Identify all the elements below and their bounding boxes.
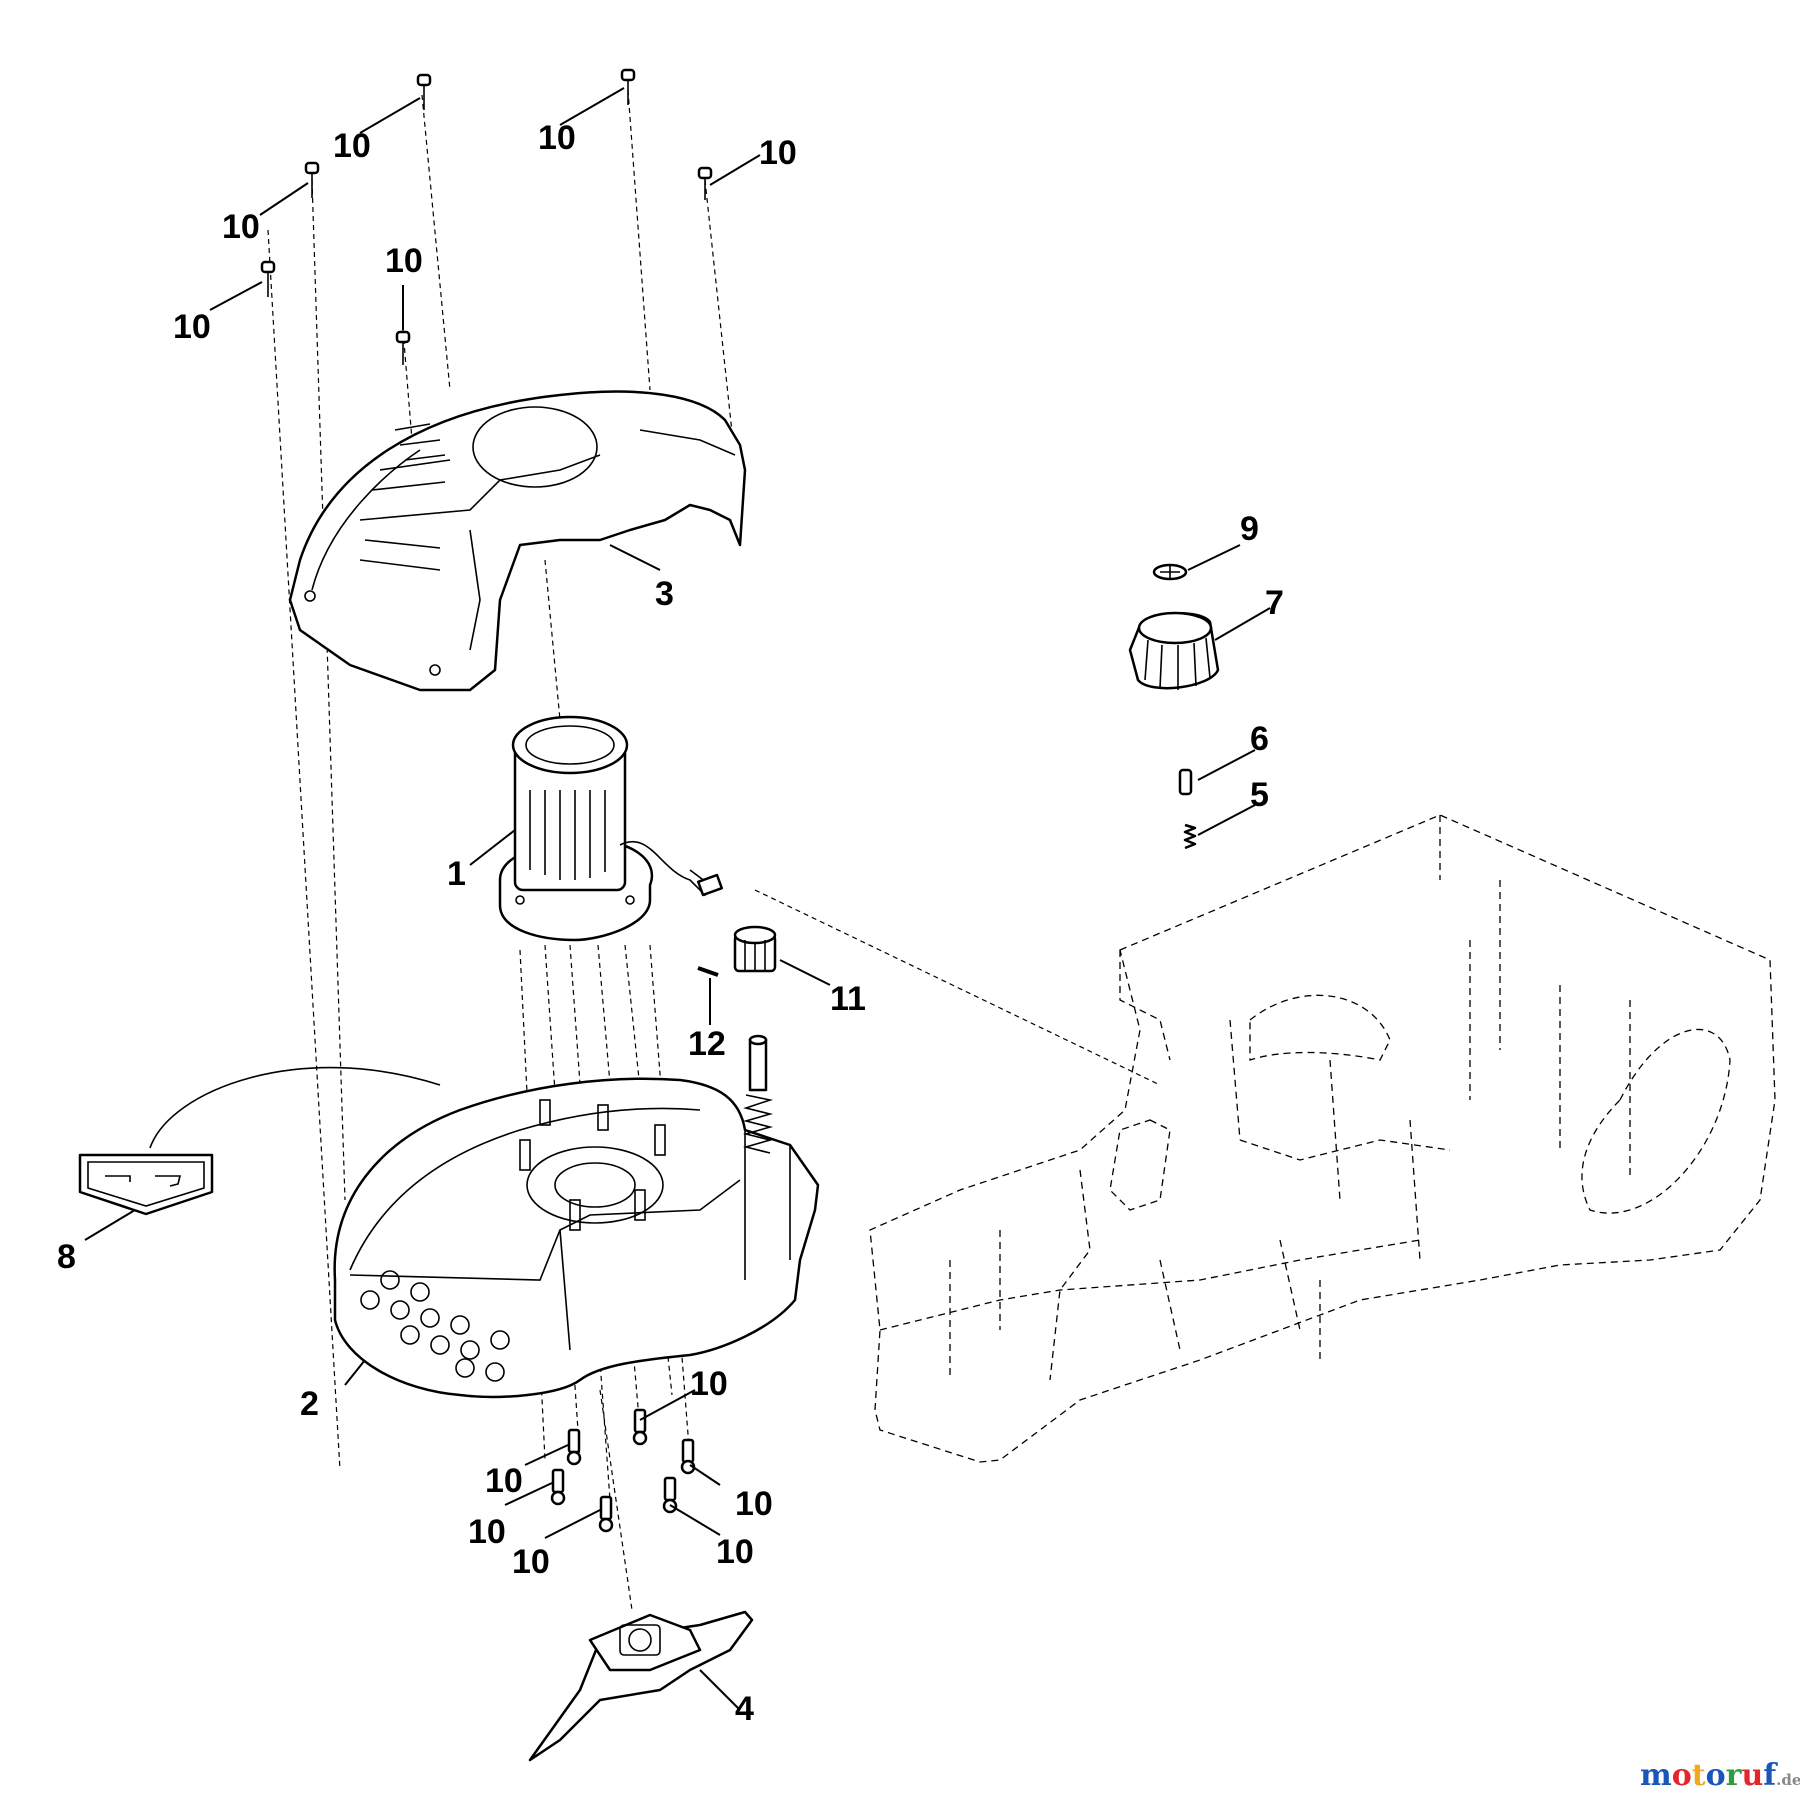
callout-screw: 10 <box>485 1462 523 1500</box>
spring-part <box>1183 823 1197 850</box>
small-pin-part <box>697 966 719 977</box>
callout-labels: 10 10 10 10 10 10 3 1 2 8 9 7 6 5 11 12 … <box>57 119 1284 1728</box>
chassis-outline <box>869 814 1776 1463</box>
screw <box>550 1468 566 1506</box>
callout-motor: 1 <box>447 855 466 893</box>
screw <box>697 166 713 200</box>
watermark-suffix: .de <box>1776 1771 1800 1789</box>
leader-lines <box>84 87 1271 1711</box>
top-cover-part <box>288 390 747 692</box>
callout-screw: 10 <box>690 1365 728 1403</box>
callout-pin: 6 <box>1250 720 1269 758</box>
callout-blade: 4 <box>735 1690 754 1728</box>
screw <box>566 1428 582 1466</box>
drive-shaft <box>742 1034 774 1154</box>
screw <box>620 68 636 105</box>
top-screws <box>260 68 713 365</box>
callout-small-pin: 12 <box>688 1025 726 1063</box>
callout-spring: 5 <box>1250 776 1269 814</box>
callout-screw: 10 <box>333 127 371 165</box>
screw <box>260 260 276 297</box>
screw <box>395 330 411 365</box>
pin-part <box>1178 768 1193 796</box>
callout-knob-washer: 9 <box>1240 510 1259 548</box>
motor-part <box>498 715 724 942</box>
callout-screw: 10 <box>512 1543 550 1581</box>
watermark-letter: u <box>1741 1758 1763 1793</box>
callout-pinion-gear: 11 <box>830 980 866 1018</box>
blade-part <box>528 1610 754 1762</box>
callout-screw: 10 <box>385 242 423 280</box>
motor-housing-part <box>333 1077 820 1399</box>
bottom-screws <box>550 1408 696 1533</box>
housing-vent-holes <box>360 1270 510 1382</box>
warning-label-part <box>78 1066 441 1216</box>
callout-screw: 10 <box>716 1533 754 1571</box>
screw <box>304 161 320 198</box>
callout-screw: 10 <box>173 308 211 346</box>
screw <box>680 1438 696 1475</box>
callout-height-knob: 7 <box>1265 584 1284 622</box>
callout-warning-label: 8 <box>57 1238 76 1276</box>
knob-washer-part <box>1152 563 1188 581</box>
screw <box>416 73 432 110</box>
callout-screw: 10 <box>735 1485 773 1523</box>
callout-top-cover: 3 <box>655 575 674 613</box>
height-knob-part <box>1128 611 1220 690</box>
housing-posts <box>519 1099 666 1231</box>
watermark: motoruf.de <box>1640 1758 1800 1793</box>
screw <box>632 1408 648 1446</box>
screw <box>598 1495 614 1533</box>
watermark-letter: t <box>1692 1758 1706 1793</box>
pinion-gear-part <box>733 925 777 973</box>
callout-motor-housing: 2 <box>300 1385 319 1423</box>
callout-screw: 10 <box>538 119 576 157</box>
svg-text:motoruf.de: motoruf.de <box>1640 1758 1800 1793</box>
watermark-letter: o <box>1672 1758 1692 1793</box>
watermark-letter: o <box>1706 1758 1726 1793</box>
callout-screw: 10 <box>222 208 260 246</box>
watermark-letter: r <box>1726 1758 1743 1793</box>
callout-screw: 10 <box>468 1513 506 1551</box>
watermark-letter: m <box>1640 1758 1672 1793</box>
callout-screw: 10 <box>759 134 797 172</box>
watermark-letter: f <box>1763 1758 1778 1793</box>
